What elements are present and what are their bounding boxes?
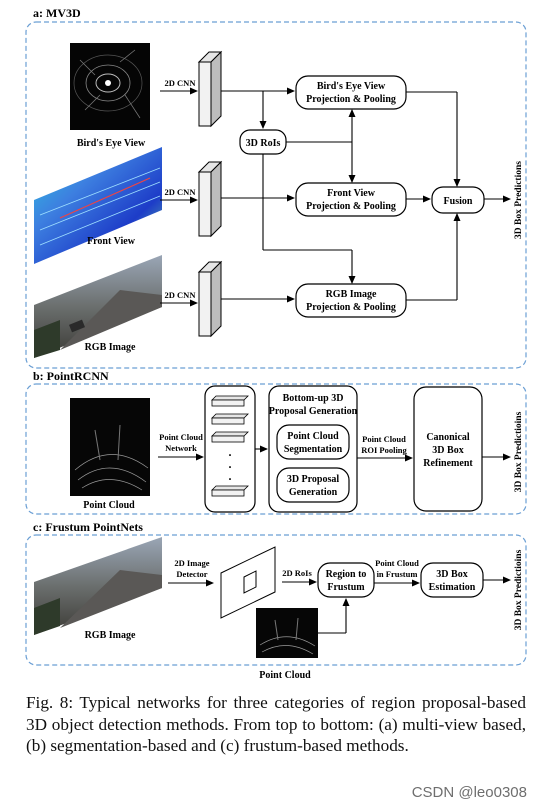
panel-c-frame xyxy=(25,534,527,666)
proj-bev-line1: Bird's Eye View xyxy=(317,81,386,92)
fusion-box xyxy=(431,186,485,214)
proj-rgb-line1: RGB Image xyxy=(326,289,377,300)
panel-b-title: b: PointRCNN xyxy=(33,369,109,383)
network-dot-1: . xyxy=(229,445,232,459)
proposal-title-2: Proposal Generation xyxy=(269,406,358,417)
region-line1: Region to xyxy=(326,569,367,580)
figure-caption: Fig. 8: Typical networks for three categ… xyxy=(26,693,526,755)
proj-rgb-line2: Projection & Pooling xyxy=(306,302,396,313)
segmentation-line2: Segmentation xyxy=(284,444,343,455)
rgb-image-c-label: RGB Image xyxy=(85,630,136,641)
proposal-gen-line2: Generation xyxy=(289,487,338,498)
panel-b-output: 3D Box Predictioins xyxy=(514,411,524,492)
frustum-label-2: in Frustum xyxy=(377,569,418,579)
cnn-label-3: 2D CNN xyxy=(165,290,197,300)
panel-c-output: 3D Box Predictioins xyxy=(514,549,524,630)
rois-label: 3D RoIs xyxy=(246,138,281,149)
detector-label-1: 2D Image xyxy=(174,558,209,568)
proj-front-line2: Projection & Pooling xyxy=(306,201,396,212)
front-view-image xyxy=(34,147,162,264)
panel-b-frame xyxy=(25,383,527,515)
segmentation-line1: Point Cloud xyxy=(287,431,339,442)
figure-diagram: a: MV3D Bird's Eye View Front View RGB I… xyxy=(25,6,527,681)
proposal-gen-line1: 3D Proposal xyxy=(287,474,340,485)
region-box xyxy=(317,562,375,598)
frustum-plane xyxy=(220,546,276,619)
refinement-line2: 3D Box xyxy=(432,445,463,456)
proj-front-line1: Front View xyxy=(327,188,376,199)
panel-a-output: 3D Box Predictions xyxy=(514,161,524,239)
network-dot-2: . xyxy=(229,457,232,471)
cnn-block-rgb xyxy=(197,260,223,338)
fusion-label: Fusion xyxy=(444,196,473,207)
panel-a-title: a: MV3D xyxy=(33,6,81,20)
network-layers xyxy=(211,395,249,497)
refinement-line3: Refinement xyxy=(423,458,473,469)
point-cloud-c-label: Point Cloud xyxy=(259,670,311,681)
cnn-block-front xyxy=(197,160,223,238)
bev-image xyxy=(70,43,150,130)
rgb-image-c xyxy=(34,537,162,635)
network-dot-3: . xyxy=(229,469,232,483)
cnn-label-2: 2D CNN xyxy=(165,187,197,197)
region-line2: Frustum xyxy=(327,582,365,593)
detector-label-2: Detector xyxy=(176,569,207,579)
rgb-image-a xyxy=(34,255,162,358)
proposal-title-1: Bottom-up 3D xyxy=(283,393,344,404)
refinement-line1: Canonical xyxy=(426,432,470,443)
point-cloud-image-b xyxy=(70,398,150,496)
cnn-block-bev xyxy=(197,50,223,128)
panel-a-frame xyxy=(25,21,527,369)
segmentation-box xyxy=(276,424,350,460)
roi-pooling-label-2: ROI Pooling xyxy=(361,445,407,455)
point-cloud-image-c xyxy=(256,608,318,658)
network-label-1: Point Cloud xyxy=(159,432,203,442)
refinement-box xyxy=(413,386,483,512)
proposal-gen-box xyxy=(276,467,350,503)
cnn-label-1: 2D CNN xyxy=(165,78,197,88)
frustum-label-1: Point Cloud xyxy=(375,558,419,568)
proj-bev-line2: Projection & Pooling xyxy=(306,94,396,105)
bev-label: Bird's Eye View xyxy=(77,138,146,149)
estimation-line2: Estimation xyxy=(429,582,476,593)
estimation-line1: 3D Box xyxy=(436,569,467,580)
network-label-2: Network xyxy=(165,443,197,453)
panel-c-title: c: Frustum PointNets xyxy=(33,520,143,534)
front-view-label: Front View xyxy=(87,236,136,247)
point-cloud-b-label: Point Cloud xyxy=(83,500,135,511)
rois-2d-label: 2D RoIs xyxy=(282,568,312,578)
rgb-image-a-label: RGB Image xyxy=(85,342,136,353)
roi-pooling-label-1: Point Cloud xyxy=(362,434,406,444)
watermark: CSDN @leo0308 xyxy=(411,784,527,801)
